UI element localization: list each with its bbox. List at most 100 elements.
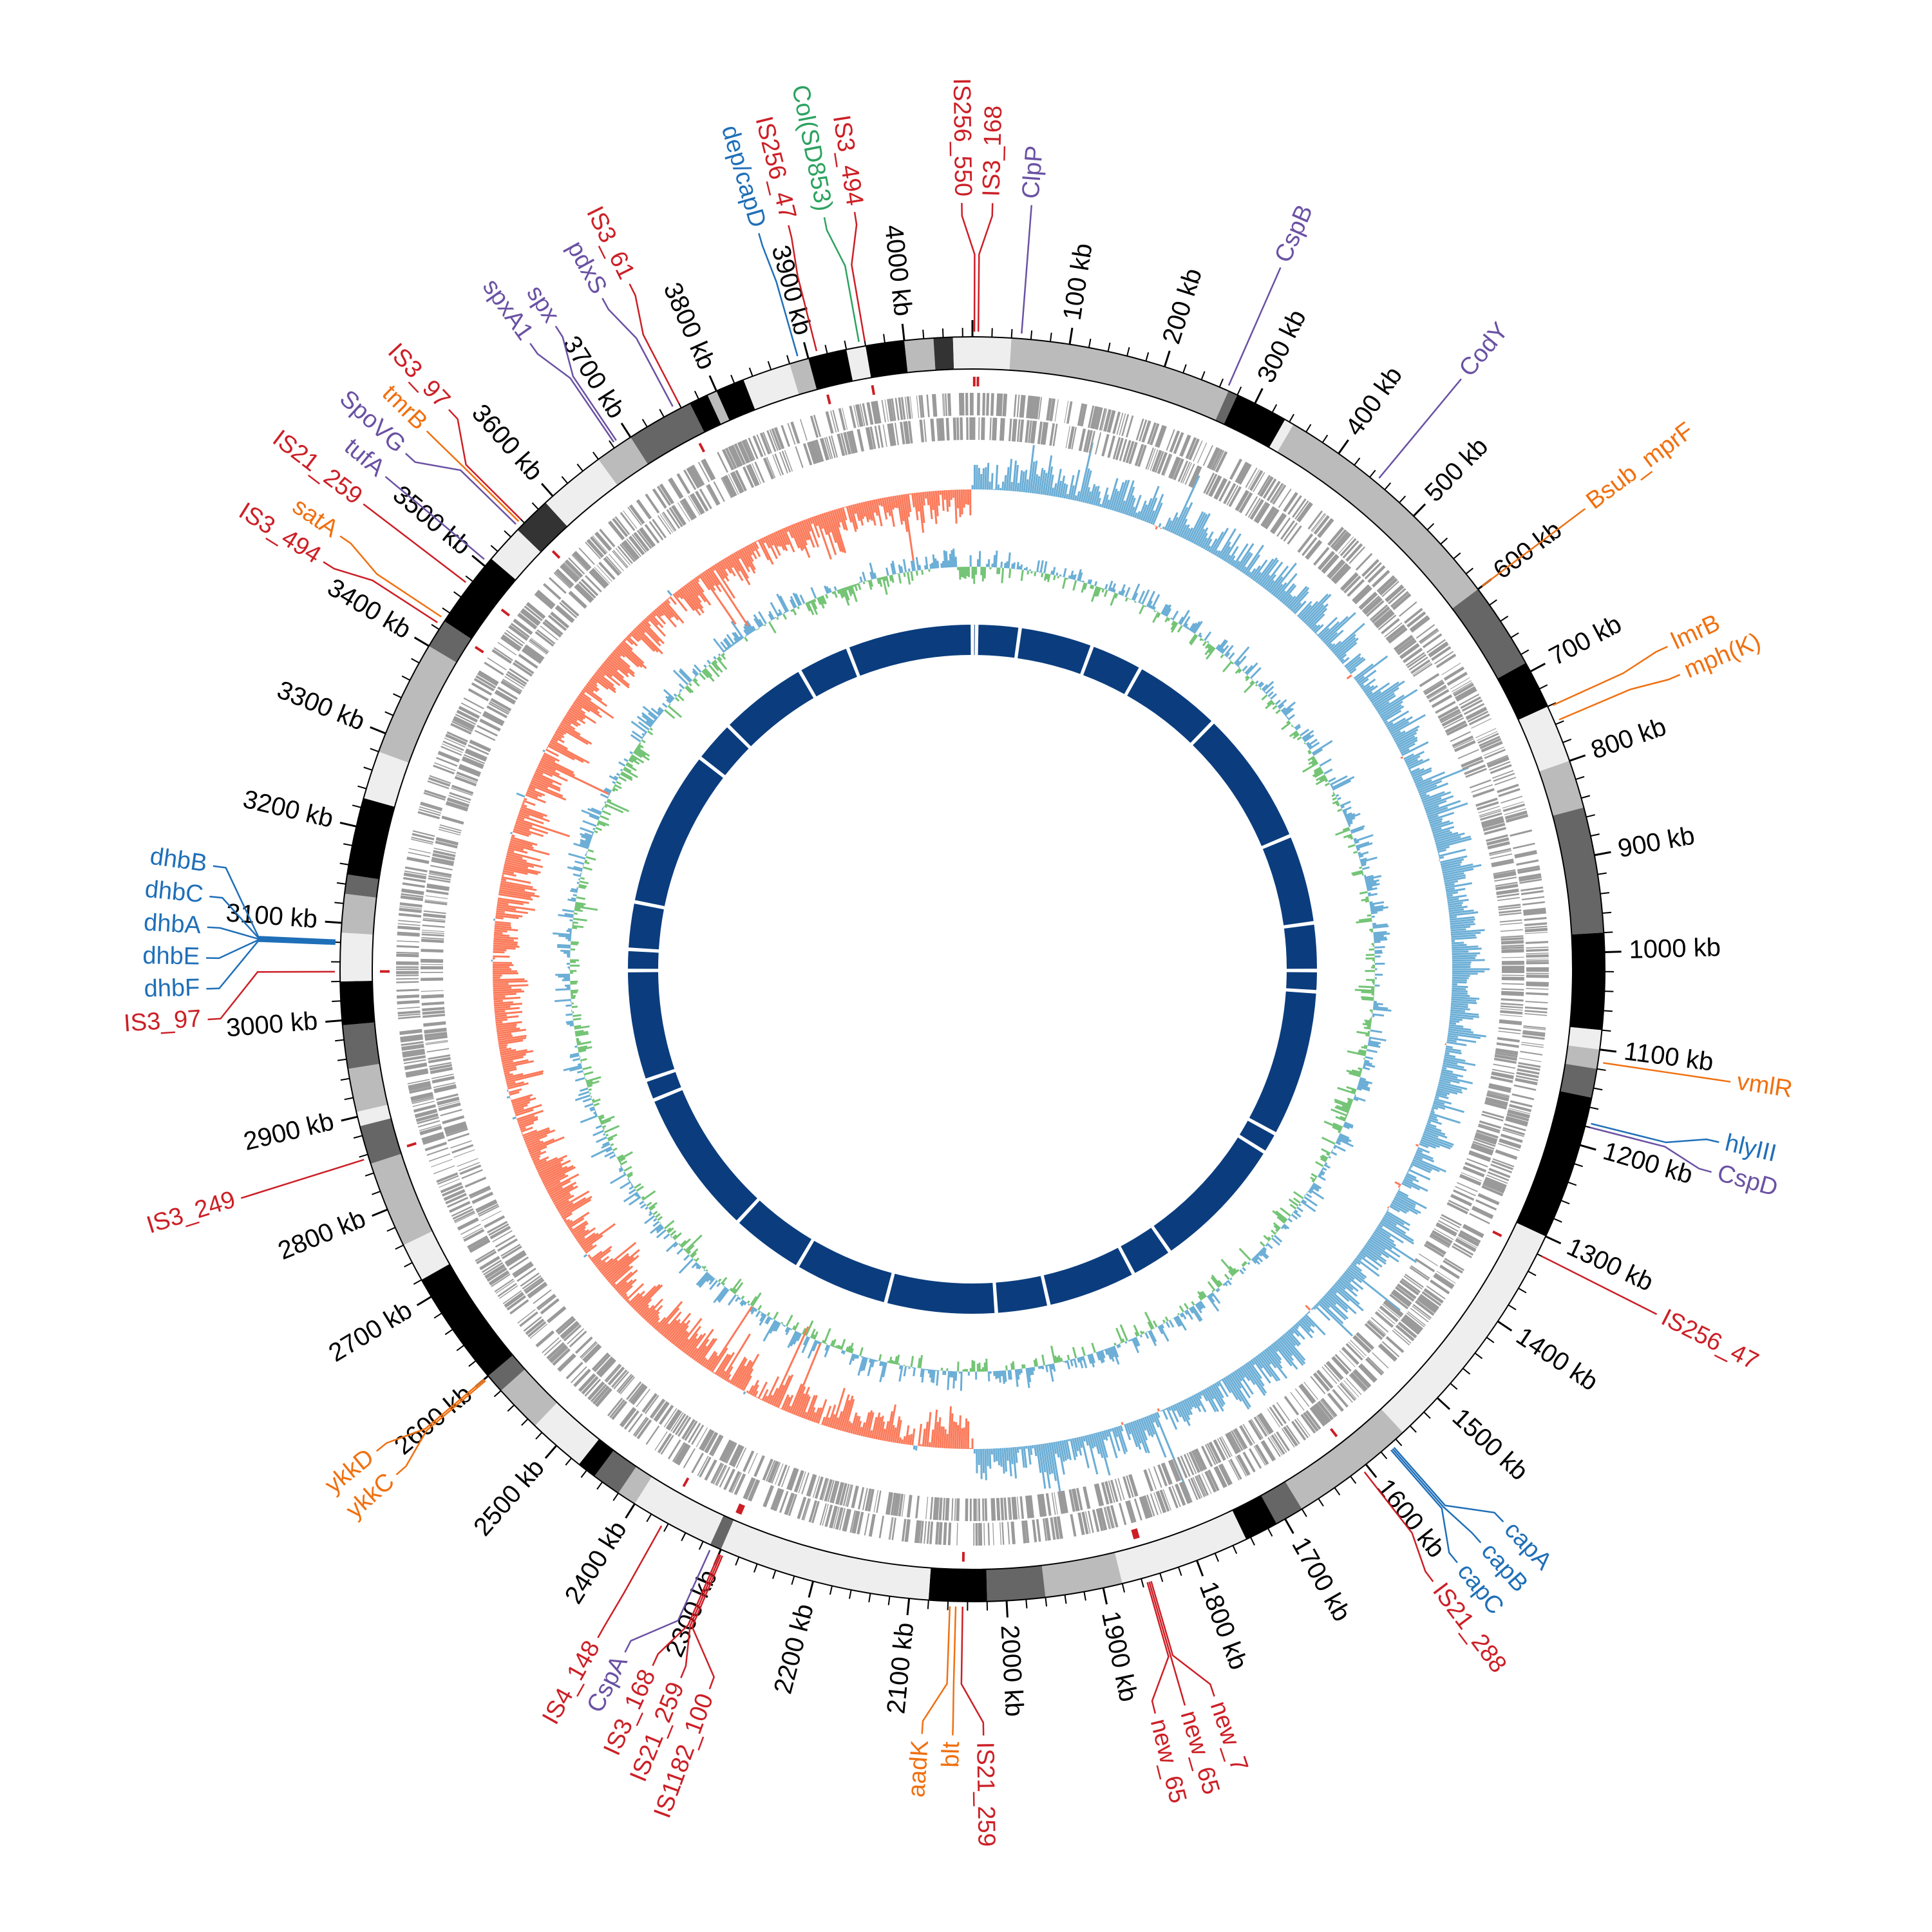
gc-skew-bar: [839, 1399, 851, 1431]
gc-content-bar: [1119, 583, 1126, 596]
gc-skew-bar: [538, 762, 556, 772]
ideogram-band: [1261, 1481, 1302, 1524]
gene-feature: [1173, 1458, 1183, 1481]
gc-content-bar: [600, 1119, 612, 1125]
tick-label: 700 kb: [1544, 610, 1626, 671]
gc-skew-bar: [887, 1404, 896, 1442]
gc-content-bar: [1347, 844, 1356, 848]
gene-feature: [1479, 1193, 1500, 1203]
gene-feature: [547, 614, 567, 631]
gene-feature: [1147, 422, 1157, 445]
gc-content-bar: [882, 576, 888, 595]
gc-skew-bar: [651, 611, 657, 617]
gc-skew-bar: [881, 497, 888, 520]
gene-feature: [497, 1283, 517, 1298]
gc-skew-bar: [526, 791, 538, 799]
gc-skew-bar: [1181, 1400, 1191, 1416]
gc-content-bar: [571, 995, 576, 998]
gc-content-bar: [616, 772, 621, 777]
gene-feature: [1372, 569, 1390, 588]
gene-feature: [1225, 1433, 1238, 1455]
gc-content-bar: [618, 1167, 623, 1171]
gc-content-bar: [583, 1071, 594, 1076]
gc-skew-bar: [573, 1226, 586, 1236]
gc-content-bar: [1293, 733, 1300, 739]
gc-skew-bar: [823, 1405, 832, 1426]
gc-skew-bar: [1443, 874, 1466, 880]
gc-content-bar: [708, 664, 720, 677]
gene-feature: [1487, 841, 1510, 850]
gene-feature: [654, 1431, 668, 1451]
gc-skew-bar: [1443, 1058, 1476, 1066]
gene-feature: [1501, 988, 1524, 991]
gene-feature: [513, 619, 533, 635]
gene-feature: [699, 1456, 712, 1478]
gc-content-bar: [1349, 1072, 1361, 1077]
gc-content-bar: [1367, 887, 1378, 891]
gc-skew-bar: [494, 1005, 511, 1009]
gc-content-bar: [824, 1344, 829, 1351]
gene-feature: [455, 774, 477, 784]
gene-feature: [495, 690, 516, 704]
gc-content-bar: [632, 730, 643, 739]
gc-content-bar: [1177, 625, 1183, 633]
gc-content-bar: [573, 1018, 582, 1021]
gene-feature: [1455, 688, 1477, 701]
gc-content-bar: [629, 1185, 634, 1190]
gc-content-bar: [1222, 661, 1233, 673]
gc-content-bar: [709, 1280, 718, 1291]
gc-content-bar: [1347, 822, 1353, 826]
gc-skew-bar: [656, 1301, 683, 1332]
gene-feature: [1442, 715, 1463, 727]
gc-content-bar: [1231, 661, 1234, 665]
gc-content-bar: [589, 814, 600, 820]
gene-feature: [1526, 958, 1549, 960]
gc-skew-bar: [1356, 1255, 1362, 1261]
gc-skew-bar: [1365, 1243, 1382, 1256]
gene-feature: [725, 475, 737, 496]
gene-feature: [1354, 587, 1372, 605]
gc-content-bar: [1312, 1182, 1322, 1189]
gc-content-bar: [1328, 1155, 1331, 1159]
gc-skew-bar: [753, 1390, 759, 1397]
gene-feature: [1480, 813, 1502, 821]
gene-feature: [721, 448, 735, 471]
gene-feature: [1253, 1416, 1268, 1437]
gene-feature: [489, 1226, 510, 1238]
gene-feature: [954, 1498, 956, 1521]
gc-content-bar: [1087, 1354, 1092, 1364]
gene-feature: [451, 784, 474, 794]
ideogram-band: [716, 379, 755, 421]
gc-content-bar: [849, 1342, 854, 1353]
gene-feature: [1341, 1347, 1359, 1365]
gc-content-bar: [776, 616, 779, 620]
gc-content-bar: [697, 1265, 702, 1270]
gene-feature: [773, 1488, 784, 1511]
gc-skew-bar: [578, 693, 614, 719]
gene-feature: [471, 1191, 494, 1204]
gene-feature: [426, 1147, 449, 1156]
gene-feature: [1272, 1404, 1287, 1425]
gene-feature: [1511, 1093, 1535, 1101]
gc-skew-bar: [652, 610, 667, 625]
gc-content-bar: [1073, 574, 1077, 580]
gene-feature: [632, 1416, 648, 1436]
gene-feature: [822, 1478, 829, 1501]
gc-content-bar: [623, 766, 632, 773]
gene-feature: [1382, 1303, 1401, 1319]
gc-skew-bar: [1403, 1178, 1428, 1192]
gene-feature: [1204, 1470, 1217, 1493]
gc-skew-bar: [995, 464, 999, 490]
gene-feature: [423, 1022, 446, 1027]
gene-feature: [1352, 585, 1371, 603]
gene-feature: [1020, 1496, 1025, 1519]
gc-content-bar: [847, 586, 853, 596]
gc-content-bar: [1130, 1339, 1132, 1341]
gene-feature: [397, 934, 420, 937]
gc-content-bar: [645, 720, 653, 726]
gene-feature: [630, 1385, 646, 1404]
gene-feature: [592, 1385, 609, 1404]
gc-content-bar: [1091, 585, 1095, 590]
gc-skew-bar: [553, 735, 565, 744]
major-tick: [1412, 503, 1426, 517]
